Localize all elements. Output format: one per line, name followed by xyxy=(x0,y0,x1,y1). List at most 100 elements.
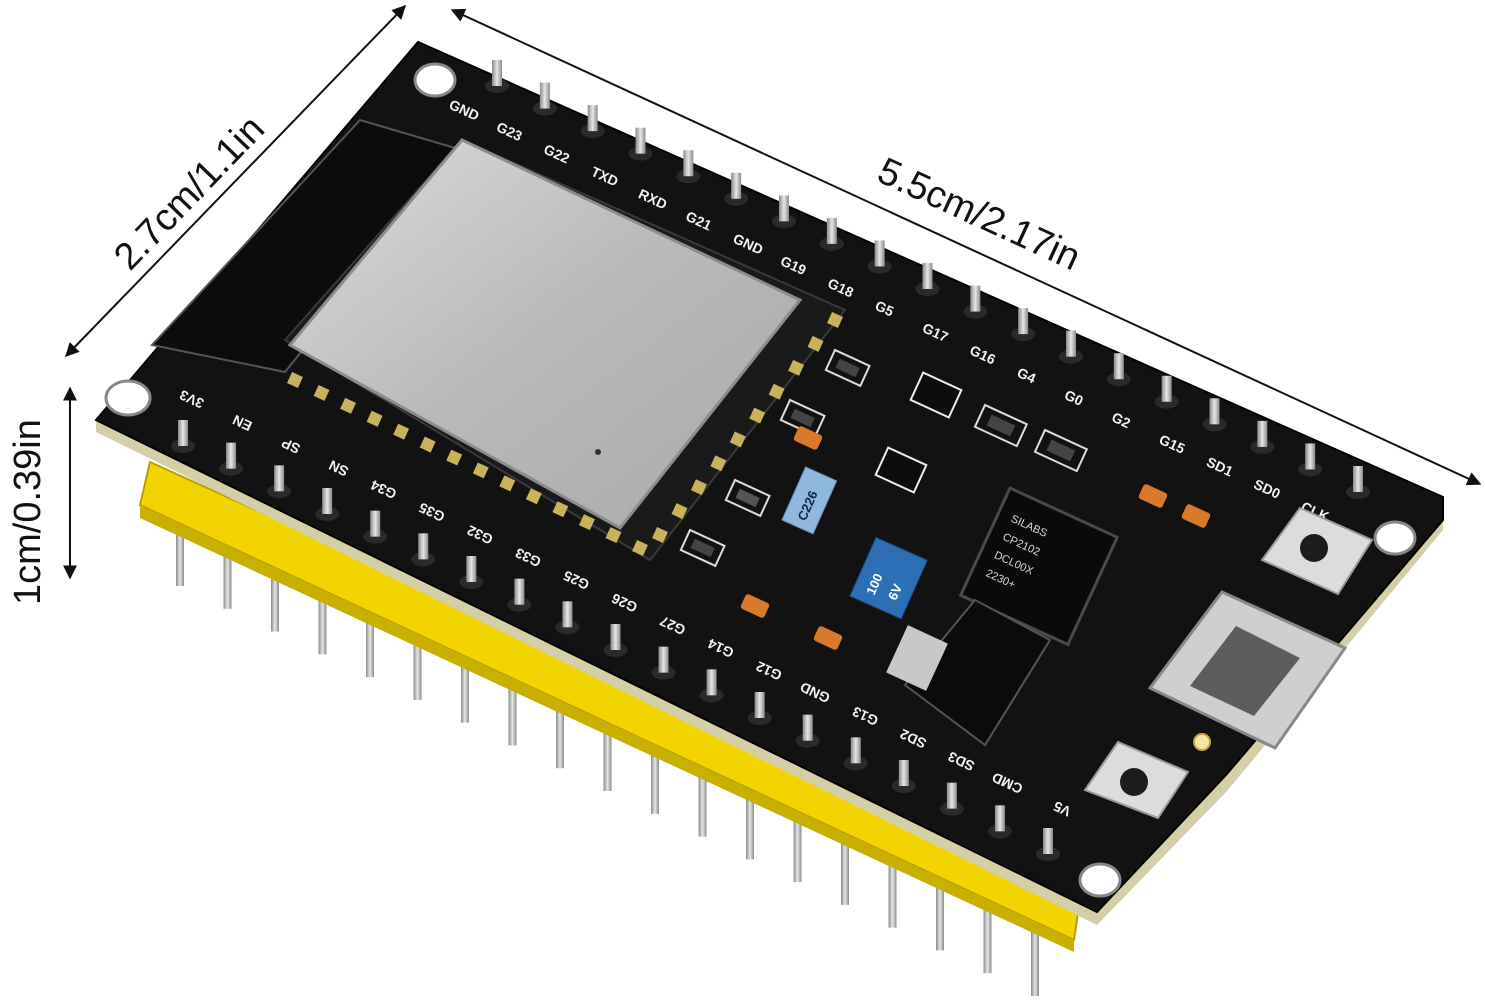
power-led xyxy=(1193,733,1211,751)
header-pin xyxy=(802,714,813,741)
header-pin xyxy=(514,578,525,605)
module-pad xyxy=(366,410,383,427)
header-pin xyxy=(658,646,669,673)
header-pin xyxy=(874,240,885,267)
header-pin xyxy=(370,510,381,537)
header-pin xyxy=(779,195,789,222)
module-pad xyxy=(552,501,569,518)
header-pin xyxy=(683,150,694,177)
module-pad xyxy=(652,527,668,543)
pin-tip xyxy=(508,679,517,746)
header-pin xyxy=(1113,353,1124,380)
yellow-header-shadow xyxy=(140,505,1074,952)
pin-label: G4 xyxy=(1015,364,1039,386)
module-pad xyxy=(419,436,436,453)
header-pin xyxy=(1353,466,1363,492)
header-pin-tips xyxy=(176,520,1039,996)
module-pad xyxy=(710,455,727,472)
pin-tip xyxy=(366,611,374,678)
header-pin xyxy=(826,217,837,244)
module-pad xyxy=(578,514,595,531)
pin-label: G0 xyxy=(1062,387,1086,409)
pin-tip xyxy=(651,747,659,814)
pin-tip xyxy=(271,565,279,632)
mounting-hole xyxy=(413,62,457,98)
header-pin xyxy=(970,285,981,312)
pin-label: SP xyxy=(279,435,303,457)
header-pin xyxy=(706,669,717,696)
smd-capacitor xyxy=(793,426,823,450)
header-pin xyxy=(635,127,646,154)
transistor xyxy=(909,371,963,419)
module-pad xyxy=(446,449,463,466)
smd-capacitor xyxy=(1138,484,1168,508)
pin-tip xyxy=(746,793,754,860)
pin-pad xyxy=(628,146,653,161)
smd-capacitor xyxy=(1181,504,1211,528)
module-pad xyxy=(499,475,516,492)
mounting-hole xyxy=(104,379,152,417)
pin-tip xyxy=(461,656,469,723)
pin-tip xyxy=(841,838,849,905)
boot-button xyxy=(1260,506,1374,596)
micro-usb-opening xyxy=(1190,626,1300,716)
pin-label: G5 xyxy=(873,297,897,319)
module-castellated-pads xyxy=(287,312,843,556)
pin-tip xyxy=(413,633,422,700)
dimension-lines xyxy=(63,4,1482,580)
electrolytic-capacitor: 100 6V xyxy=(849,536,928,620)
header-pin xyxy=(322,488,333,514)
pin-pad xyxy=(363,529,388,544)
pin-label: EN xyxy=(230,412,254,435)
header-pin xyxy=(898,760,909,786)
header-pin xyxy=(274,465,285,492)
header-pin xyxy=(754,692,765,718)
pin-tip xyxy=(888,861,897,928)
pin-label: V5 xyxy=(1051,798,1073,820)
pin-tip xyxy=(603,725,612,791)
pin-tip xyxy=(223,542,232,609)
length-dimension-line xyxy=(450,8,1482,486)
module-pad xyxy=(472,462,489,479)
header-pin xyxy=(178,420,188,446)
module-pad xyxy=(749,407,766,424)
mounting-holes xyxy=(104,62,1417,898)
header-pin xyxy=(226,442,237,469)
module-pad xyxy=(605,527,622,544)
esp32-metal-shield xyxy=(287,138,803,530)
mounting-hole xyxy=(1078,862,1122,898)
header-pin xyxy=(418,533,429,560)
shield-dot xyxy=(595,449,601,455)
capacitor-voltage: 6V xyxy=(885,581,905,602)
pin-label: SN xyxy=(326,457,350,480)
height-label: 1cm/0.39in xyxy=(7,419,49,605)
module-pad xyxy=(729,431,746,448)
pin-tip xyxy=(983,907,992,974)
header-pin xyxy=(922,263,933,289)
pin-label: G2 xyxy=(1109,409,1133,431)
module-pad xyxy=(287,372,303,388)
voltage-regulator xyxy=(903,598,1052,747)
regulator-tab xyxy=(886,625,948,691)
module-pad xyxy=(690,479,707,496)
module-pad xyxy=(525,488,542,505)
header-pin xyxy=(1043,828,1053,854)
pin-tip xyxy=(176,520,184,586)
header-pin xyxy=(731,172,742,199)
enable-button xyxy=(1083,740,1190,820)
pin-tip xyxy=(1031,930,1039,996)
module-pad xyxy=(393,423,410,440)
module-pad xyxy=(788,359,805,376)
smd-capacitor xyxy=(813,626,843,650)
header-pin xyxy=(1161,375,1172,402)
header-pin xyxy=(850,737,861,764)
header-pin xyxy=(466,556,477,582)
pin-tip xyxy=(936,884,944,951)
module-pad xyxy=(827,312,843,328)
module-pad xyxy=(632,540,648,556)
header-pin xyxy=(562,601,573,628)
module-pad xyxy=(671,503,688,520)
header-pin xyxy=(994,805,1005,832)
module-pad xyxy=(313,384,330,401)
